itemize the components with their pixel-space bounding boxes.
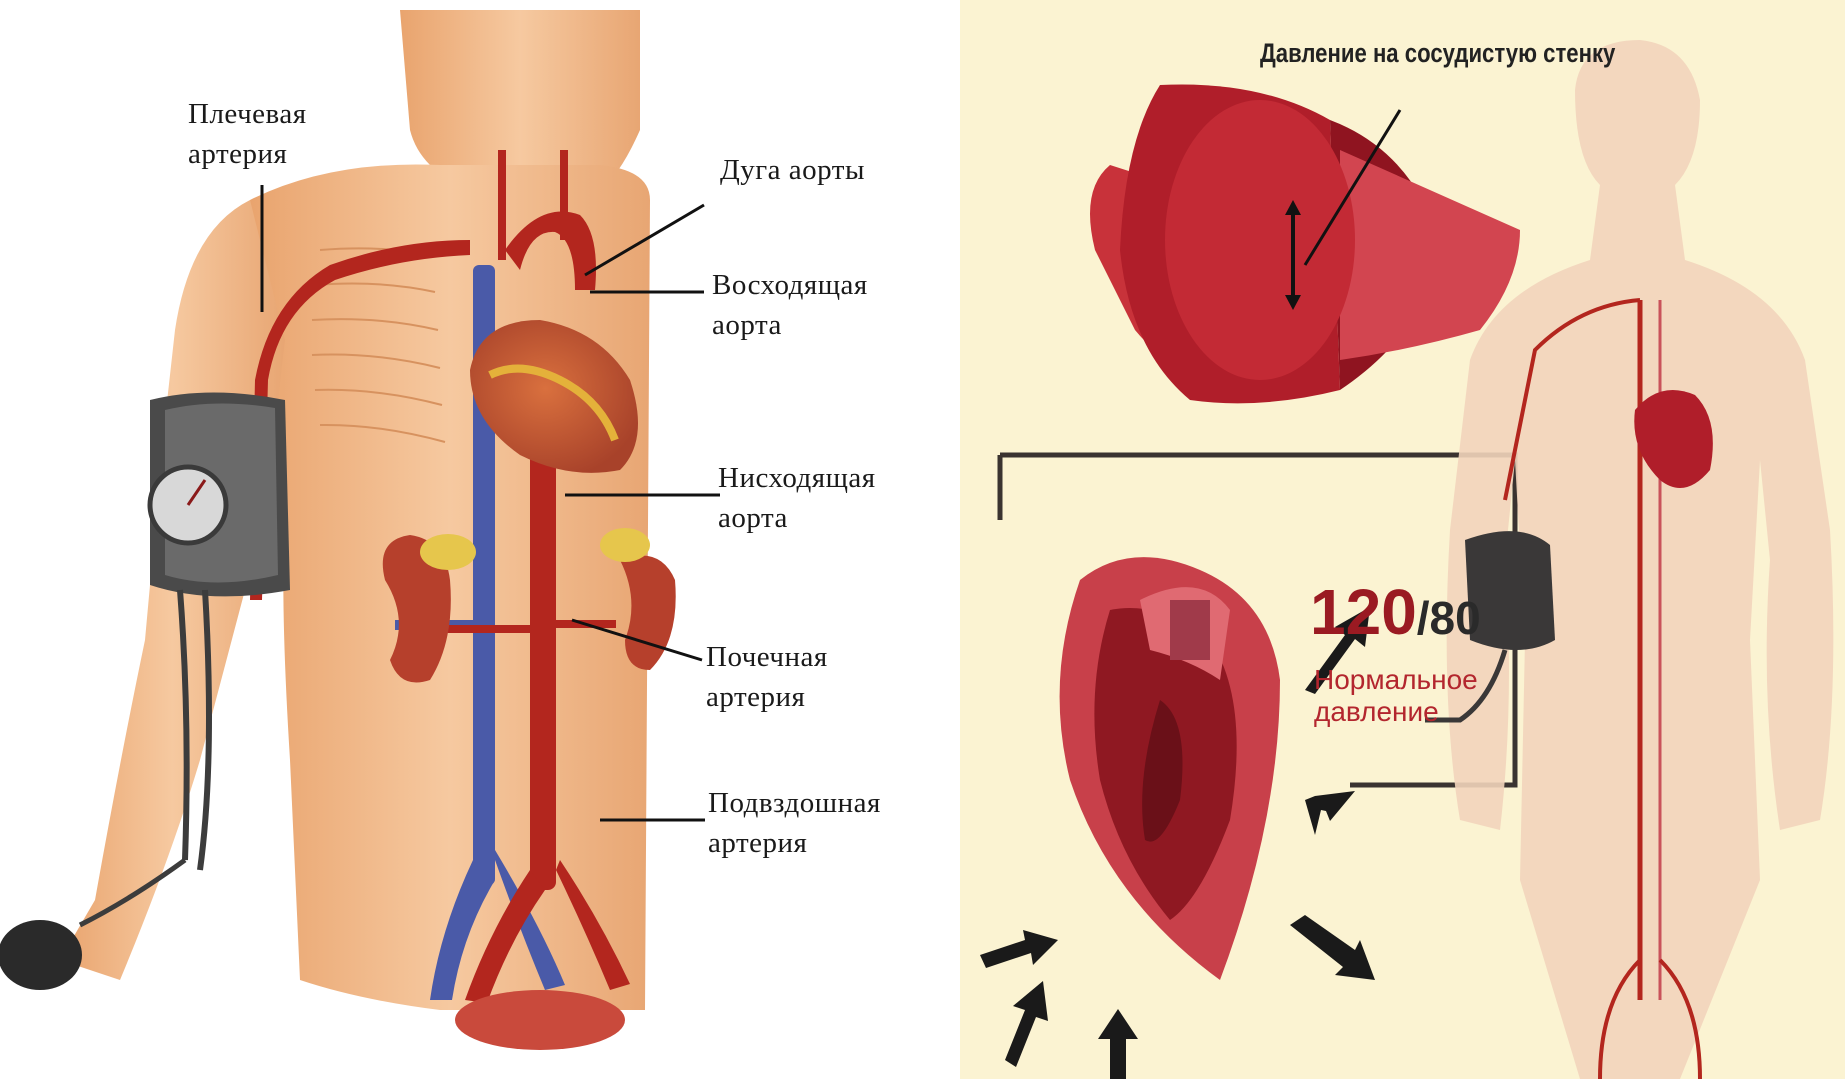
- diastolic-value: /80: [1417, 592, 1481, 644]
- vessel-segment: [1090, 84, 1520, 403]
- wall-pressure-label: Давление на сосудистую стенку: [1260, 38, 1615, 69]
- systolic-value: 120: [1310, 576, 1417, 648]
- heart-section: [1060, 557, 1280, 980]
- normal-pressure-label: Нормальное давление: [1314, 664, 1478, 728]
- label-iliac-artery: Подвздошная артерия: [708, 783, 881, 863]
- pressure-panel: Давление на сосудистую стенку 120/80 Нор…: [960, 0, 1845, 1079]
- label-descending-aorta: Нисходящая аорта: [718, 458, 876, 538]
- label-brachial-artery: Плечевая артерия: [188, 94, 307, 174]
- body-silhouette: [1425, 40, 1833, 1079]
- label-renal-artery: Почечная артерия: [706, 637, 828, 717]
- pressure-illustration: [960, 0, 1845, 1079]
- label-aortic-arch: Дуга аорты: [720, 150, 865, 190]
- anatomy-panel: Плечевая артерия Дуга аорты Восходящая а…: [0, 0, 960, 1079]
- head-neck: [400, 10, 640, 190]
- bp-reading: 120/80: [1310, 578, 1481, 664]
- label-ascending-aorta: Восходящая аорта: [712, 265, 868, 345]
